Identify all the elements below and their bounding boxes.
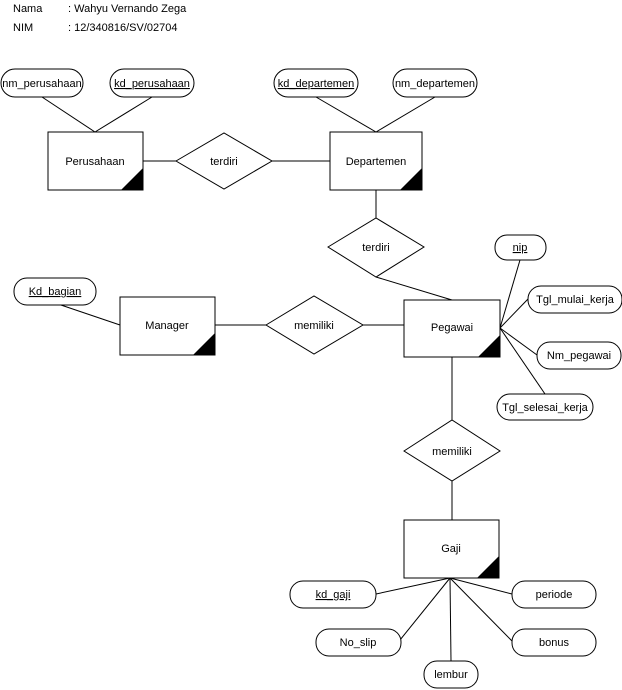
svg-text:Tgl_mulai_kerja: Tgl_mulai_kerja <box>536 294 615 306</box>
svg-text:nm_perusahaan: nm_perusahaan <box>2 78 82 90</box>
relationship-label: memiliki <box>432 446 472 458</box>
entity-label: Pegawai <box>431 322 473 334</box>
entity-label: Perusahaan <box>65 156 124 168</box>
name-label: Nama <box>13 3 43 15</box>
attribute-lembur: lembur <box>423 660 479 689</box>
svg-text:bonus: bonus <box>539 637 569 649</box>
entity-departemen: Departemen <box>329 131 423 191</box>
entity-gaji: Gaji <box>403 519 500 579</box>
nim-label: NIM <box>13 22 33 34</box>
svg-text:Kd_bagian: Kd_bagian <box>29 286 82 298</box>
entity-pegawai: Pegawai <box>403 299 501 358</box>
svg-text:Tgl_selesai_kerja: Tgl_selesai_kerja <box>502 402 588 414</box>
entity-label: Gaji <box>441 543 461 555</box>
entity-label: Departemen <box>346 156 407 168</box>
svg-text:periode: periode <box>536 589 573 601</box>
attribute-tgl-mulai-kerja: Tgl_mulai_kerja <box>527 285 622 314</box>
attribute-kd-perusahaan: kd_perusahaan <box>109 68 195 98</box>
relationship-terdiri-2: terdiri <box>327 217 425 278</box>
nim-value: : 12/340816/SV/02704 <box>68 22 177 34</box>
relationship-label: memiliki <box>294 320 334 332</box>
svg-text:No_slip: No_slip <box>340 637 377 649</box>
svg-text:lembur: lembur <box>434 669 468 681</box>
entity-perusahaan: Perusahaan <box>47 131 144 191</box>
attribute-nip: nip <box>494 234 547 261</box>
attribute-kd-gaji: kd_gaji <box>289 580 377 609</box>
relationship-label: terdiri <box>210 156 238 168</box>
relationship-memiliki-1: memiliki <box>265 295 364 355</box>
svg-text:nip: nip <box>513 242 528 254</box>
svg-text:nm_departemen: nm_departemen <box>395 78 475 90</box>
relationship-label: terdiri <box>362 242 390 254</box>
attribute-no-slip: No_slip <box>315 628 402 657</box>
svg-text:Nm_pegawai: Nm_pegawai <box>547 350 611 362</box>
svg-text:kd_perusahaan: kd_perusahaan <box>114 78 190 90</box>
attribute-nm-pegawai: Nm_pegawai <box>536 341 622 370</box>
attribute-kd-bagian: Kd_bagian <box>13 277 97 306</box>
entity-label: Manager <box>145 320 189 332</box>
attribute-tgl-selesai-kerja: Tgl_selesai_kerja <box>496 393 594 421</box>
attribute-periode: periode <box>511 580 597 609</box>
attribute-kd-departemen: kd_departemen <box>273 68 359 98</box>
connectors <box>41 96 546 662</box>
relationship-terdiri-1: terdiri <box>175 132 273 190</box>
attribute-nm-departemen: nm_departemen <box>392 68 478 98</box>
entity-manager: Manager <box>119 296 216 356</box>
svg-text:kd_gaji: kd_gaji <box>316 589 351 601</box>
svg-text:kd_departemen: kd_departemen <box>278 78 354 90</box>
name-value: : Wahyu Vernando Zega <box>68 3 187 15</box>
attribute-nm-perusahaan: nm_perusahaan <box>0 68 84 98</box>
relationship-memiliki-2: memiliki <box>403 419 501 482</box>
attribute-bonus: bonus <box>511 628 597 657</box>
